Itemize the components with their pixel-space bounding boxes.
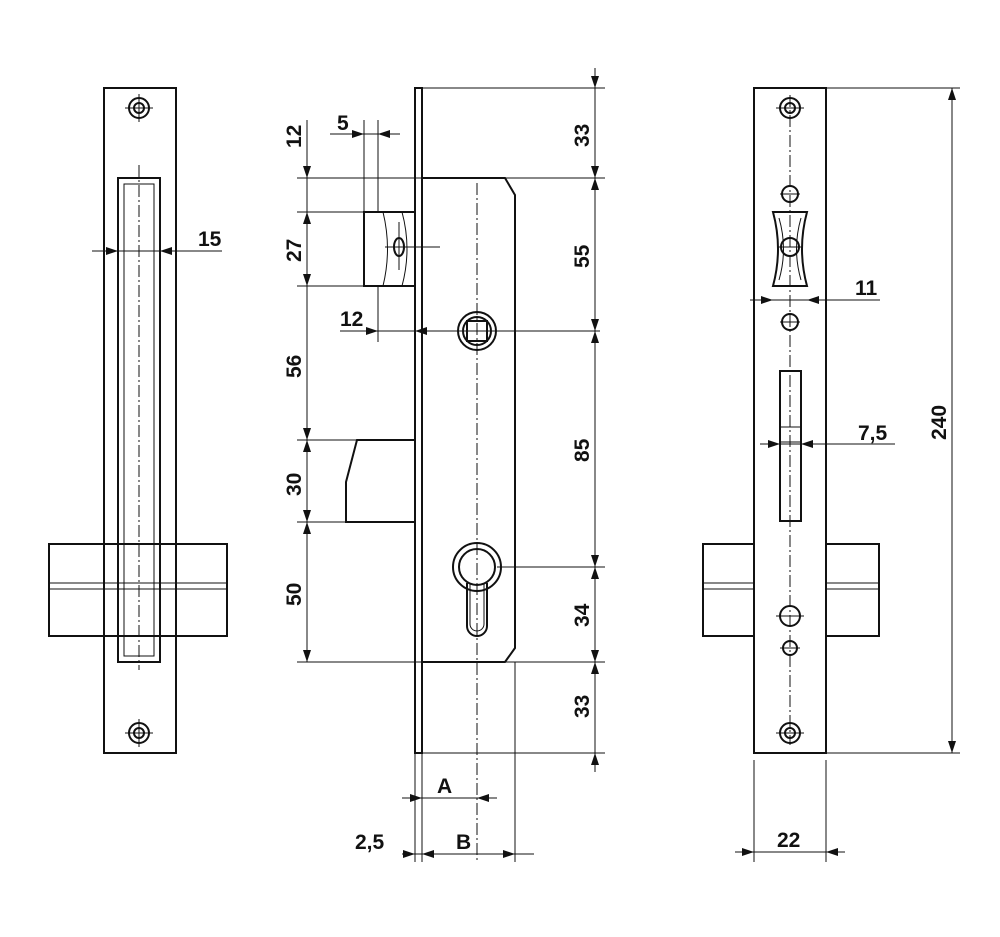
dim-label-backset-b: B	[456, 831, 471, 854]
dim-label-faceplate-width: 22	[777, 829, 800, 852]
side-latch	[363, 211, 440, 287]
back-bolt-slot	[779, 370, 802, 522]
dim-bolt-width: 15	[92, 228, 222, 255]
back-small-hole-2	[780, 313, 800, 331]
dim-label-latch-projection: 12	[340, 308, 363, 331]
dim-label-bolt-to-bottom: 50	[283, 583, 306, 606]
dim-label-faceplate-thickness: 2,5	[355, 831, 385, 854]
front-cylinder-block	[48, 543, 228, 637]
side-faceplate	[414, 87, 423, 754]
dim-label-latch-slot-width: 11	[855, 277, 878, 300]
back-view: 11 7,5 240 22	[702, 87, 960, 862]
dim-latch-slot-width: 11	[750, 277, 880, 304]
back-screw-bottom	[776, 722, 804, 744]
dim-latch-offset: 5	[330, 112, 400, 212]
back-small-hole-1	[780, 185, 800, 203]
side-view: 12 27 56 30 50 5 12	[283, 68, 605, 862]
dim-label-bottom-margin: 33	[571, 695, 594, 718]
front-faceplate	[103, 87, 177, 754]
dim-faceplate-width: 22	[735, 760, 845, 862]
dim-label-bolt-width: 15	[198, 228, 222, 251]
dim-label-case-to-spindle: 55	[571, 244, 594, 268]
back-cylinder-screw	[776, 605, 804, 627]
dim-label-top-margin: 33	[571, 124, 594, 147]
back-latch-slot	[771, 211, 809, 287]
dim-backset-b: B 2,5	[355, 831, 534, 858]
dim-label-latch-offset: 5	[337, 112, 349, 135]
dim-label-cylinder-to-case: 34	[571, 603, 594, 627]
dim-backset-a: A	[402, 775, 497, 802]
dim-label-overall-height: 240	[928, 405, 951, 440]
dim-label-bolt-slot-width: 7,5	[858, 422, 888, 445]
dim-label-bolt-height: 30	[283, 473, 306, 496]
dim-label-latch-height: 27	[283, 239, 306, 262]
dim-label-spindle-to-bolt: 56	[283, 355, 306, 378]
dim-latch-projection: 12	[340, 286, 600, 342]
side-deadbolt	[345, 439, 416, 523]
back-small-hole-3	[780, 640, 800, 656]
dim-label-spindle-to-cylinder: 85	[571, 438, 594, 462]
front-screw-top	[125, 94, 153, 122]
back-screw-top	[776, 97, 804, 119]
front-screw-bottom	[125, 719, 153, 747]
dim-label-backset-a: A	[437, 775, 452, 798]
dim-overall-height: 240	[826, 87, 960, 754]
dim-bolt-slot-width: 7,5	[760, 422, 895, 448]
dim-label-cutout-top: 12	[283, 125, 306, 148]
front-view: 15	[48, 87, 228, 754]
